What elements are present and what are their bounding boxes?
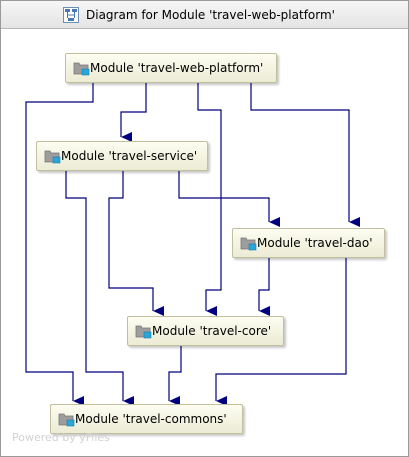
edge-web-platform-to-dao[interactable] [250, 82, 360, 227]
edge-dao-to-core[interactable] [258, 257, 270, 316]
dependency-edges [25, 82, 360, 406]
node-travel-service[interactable]: Module 'travel-service' [36, 141, 208, 171]
node-label: Module 'travel-dao' [257, 236, 373, 250]
edge-web-platform-to-core[interactable] [197, 82, 222, 316]
node-label: Module 'travel-commons' [75, 412, 227, 426]
edge-service-to-dao[interactable] [178, 170, 280, 227]
module-folder-icon [135, 325, 152, 339]
module-folder-icon [58, 413, 75, 427]
diagram-canvas[interactable]: Module 'travel-web-platform' Module 'tra… [1, 30, 408, 456]
title-bar: Diagram for Module 'travel-web-platform' [1, 1, 408, 29]
module-folder-icon [44, 150, 61, 164]
edge-core-to-commons[interactable] [168, 345, 182, 406]
module-folder-icon [240, 237, 257, 251]
edge-web-platform-to-commons[interactable] [25, 82, 94, 406]
node-travel-dao[interactable]: Module 'travel-dao' [232, 228, 385, 258]
node-label: Module 'travel-service' [61, 149, 198, 163]
edge-dao-to-commons[interactable] [215, 257, 347, 406]
node-label: Module 'travel-web-platform' [90, 61, 264, 75]
edge-service-to-core[interactable] [108, 170, 164, 316]
node-travel-web-platform[interactable]: Module 'travel-web-platform' [65, 53, 277, 83]
edge-web-platform-to-service[interactable] [120, 82, 147, 142]
window-title: Diagram for Module 'travel-web-platform' [86, 8, 335, 22]
module-folder-icon [73, 62, 90, 76]
node-travel-core[interactable]: Module 'travel-core' [127, 316, 284, 346]
diagram-icon [63, 7, 79, 23]
node-label: Module 'travel-core' [152, 324, 272, 338]
node-travel-commons[interactable]: Module 'travel-commons' [50, 404, 243, 434]
powered-by-watermark: Powered by yFiles [12, 431, 110, 444]
edge-service-to-commons[interactable] [65, 170, 134, 406]
